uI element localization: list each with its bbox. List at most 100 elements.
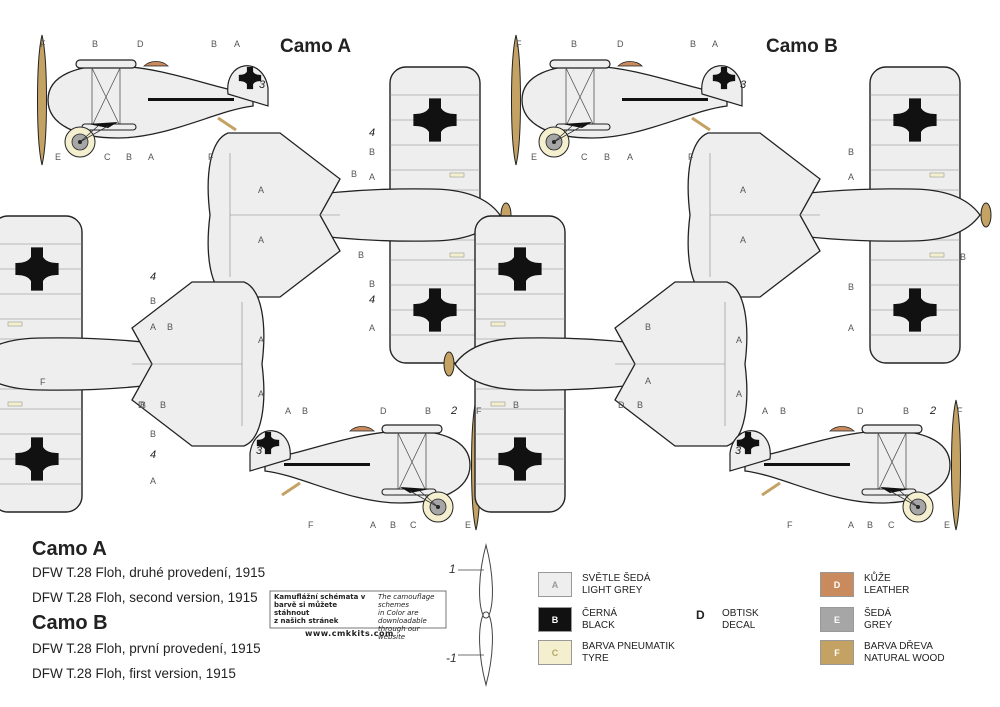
callout-n2: 2 bbox=[450, 405, 457, 417]
callout-a: A bbox=[848, 172, 854, 182]
note-czech: Kamuflážní schémata v barvě si můžete st… bbox=[274, 593, 374, 625]
legend-code-decal: D bbox=[696, 608, 705, 622]
legend-swatch-c: C bbox=[538, 640, 572, 665]
callout-b: B bbox=[92, 39, 98, 49]
legend-swatch-e: E bbox=[820, 607, 854, 632]
callout-a: A bbox=[369, 323, 375, 333]
camo-b-subtitle-en: DFW T.28 Floh, first version, 1915 bbox=[32, 666, 236, 681]
callout-f: F bbox=[40, 377, 46, 387]
callout-a: A bbox=[712, 39, 718, 49]
download-note-box bbox=[269, 590, 447, 629]
callout-e: E bbox=[465, 520, 471, 530]
callout-n3: 3 bbox=[735, 445, 742, 457]
camo-b-title: Camo B bbox=[32, 612, 108, 634]
callout-e: E bbox=[531, 152, 537, 162]
callout-b: B bbox=[780, 406, 786, 416]
callout-f: F bbox=[688, 152, 694, 162]
callout-f: F bbox=[787, 520, 793, 530]
propeller-label-1: 1 bbox=[449, 562, 456, 576]
callout-b: B bbox=[160, 400, 166, 410]
callout-e: E bbox=[944, 520, 950, 530]
callout-b: B bbox=[351, 169, 357, 179]
legend-swatch-a: A bbox=[538, 572, 572, 597]
callout-b: B bbox=[150, 429, 156, 439]
callout-a: A bbox=[234, 39, 240, 49]
callout-a: A bbox=[150, 322, 156, 332]
callout-a: A bbox=[150, 476, 156, 486]
callout-d: D bbox=[857, 406, 864, 416]
legend-swatch-b: B bbox=[538, 607, 572, 632]
callout-f: F bbox=[957, 406, 963, 416]
callout-n2: 2 bbox=[929, 405, 936, 417]
callout-b: B bbox=[867, 520, 873, 530]
camo-a-heading: Camo A bbox=[280, 36, 352, 57]
callout-n3: 3 bbox=[259, 79, 266, 91]
callout-a: A bbox=[740, 235, 746, 245]
camo-b-subtitle: DFW T.28 Floh, první provedení, 1915 bbox=[32, 641, 261, 656]
callout-a: A bbox=[258, 389, 264, 399]
callout-a: A bbox=[148, 152, 154, 162]
website-url: www.cmkkits.com bbox=[305, 629, 394, 638]
note-cz-line: Kamuflážní schémata v bbox=[274, 593, 366, 601]
callout-n3: 3 bbox=[256, 445, 263, 457]
propeller-label-minus1: -1 bbox=[446, 651, 457, 665]
callout-c: C bbox=[888, 520, 895, 530]
callout-d: D bbox=[380, 406, 387, 416]
note-en-line: in Color are downloadable bbox=[378, 609, 427, 625]
callout-a: A bbox=[740, 185, 746, 195]
callout-e: E bbox=[55, 152, 61, 162]
propeller-drawing bbox=[458, 543, 493, 687]
callout-a: A bbox=[848, 520, 854, 530]
callout-b: B bbox=[571, 39, 577, 49]
callout-b: B bbox=[645, 322, 651, 332]
callout-b: B bbox=[960, 252, 966, 262]
callout-f: F bbox=[40, 39, 46, 49]
callout-b: B bbox=[167, 322, 173, 332]
callout-f: F bbox=[208, 152, 214, 162]
note-cz-line: z našich stránek bbox=[274, 617, 339, 625]
callout-c: C bbox=[104, 152, 111, 162]
callout-b: B bbox=[690, 39, 696, 49]
note-en-line: through our website bbox=[378, 625, 420, 641]
callout-d: D bbox=[138, 400, 145, 410]
camo-a-side-view-bottom bbox=[250, 400, 481, 530]
callout-b: B bbox=[211, 39, 217, 49]
callout-n4: 4 bbox=[150, 449, 156, 461]
camo-a-subtitle: DFW T.28 Floh, druhé provedení, 1915 bbox=[32, 565, 266, 580]
callout-n4: 4 bbox=[369, 127, 375, 139]
callout-a: A bbox=[370, 520, 376, 530]
callout-c: C bbox=[410, 520, 417, 530]
callout-a: A bbox=[258, 185, 264, 195]
callout-b: B bbox=[903, 406, 909, 416]
callout-b: B bbox=[369, 147, 375, 157]
callout-d: D bbox=[618, 400, 625, 410]
camo-a-title: Camo A bbox=[32, 538, 107, 560]
callout-f: F bbox=[516, 39, 522, 49]
callout-b: B bbox=[848, 282, 854, 292]
callout-b: B bbox=[150, 296, 156, 306]
callout-a: A bbox=[762, 406, 768, 416]
callout-b: B bbox=[302, 406, 308, 416]
callout-b: B bbox=[604, 152, 610, 162]
callout-c: C bbox=[581, 152, 588, 162]
callout-a: A bbox=[285, 406, 291, 416]
callout-n4: 4 bbox=[369, 294, 375, 306]
callout-f: F bbox=[308, 520, 314, 530]
callout-b: B bbox=[637, 400, 643, 410]
callout-d: D bbox=[137, 39, 144, 49]
callout-a: A bbox=[258, 235, 264, 245]
callout-n3: 3 bbox=[740, 79, 747, 91]
callout-a: A bbox=[258, 335, 264, 345]
callout-a: A bbox=[627, 152, 633, 162]
callout-b: B bbox=[425, 406, 431, 416]
callout-b: B bbox=[369, 279, 375, 289]
legend-swatch-d: D bbox=[820, 572, 854, 597]
note-en-line: The camouflage schemes bbox=[378, 593, 435, 609]
callout-b: B bbox=[140, 400, 146, 410]
